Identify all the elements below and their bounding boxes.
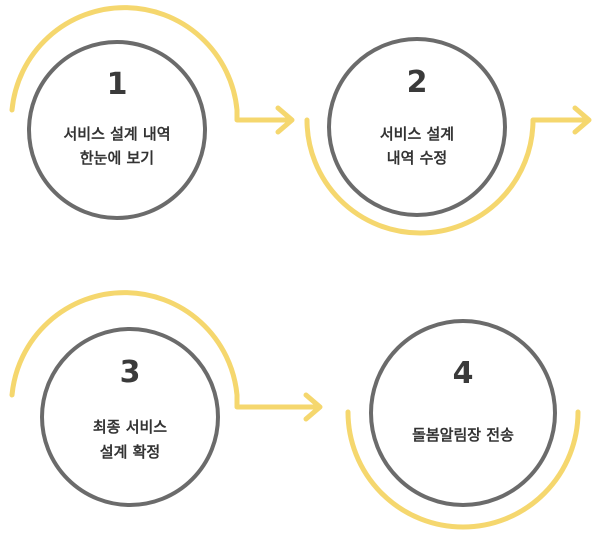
step-3-number: 3 xyxy=(120,355,141,390)
step-3: 3 최종 서비스 설계 확정 xyxy=(9,290,323,507)
step-2-number: 2 xyxy=(407,65,428,100)
step-3-label-line-2: 설계 확정 xyxy=(100,443,160,461)
step-2-yellow-arc xyxy=(304,117,590,236)
step-3-yellow-arc xyxy=(9,290,321,410)
step-1-circle xyxy=(27,40,207,220)
step-1-label-line-2: 한눈에 보기 xyxy=(80,149,154,167)
step-2-arrow-icon xyxy=(572,105,592,135)
step-2-circle xyxy=(327,37,507,217)
step-1-arrow-icon xyxy=(275,105,295,135)
step-4-number: 4 xyxy=(453,356,474,391)
step-3-label-line-1: 최종 서비스 xyxy=(93,418,167,436)
step-4-circle xyxy=(369,319,557,507)
step-1: 1 서비스 설계 내역 한눈에 보기 xyxy=(9,5,295,220)
step-2-label-line-1: 서비스 설계 xyxy=(380,125,454,143)
step-2-label-line-2: 내역 수정 xyxy=(387,149,447,167)
step-2: 2 서비스 설계 내역 수정 xyxy=(304,37,592,236)
step-4-yellow-arc xyxy=(345,409,581,530)
step-4: 4 돌봄알림장 전송 xyxy=(345,319,581,530)
step-3-arrow-icon xyxy=(303,392,323,422)
step-1-label-line-1: 서비스 설계 내역 xyxy=(63,125,170,143)
step-4-label-line-1: 돌봄알림장 전송 xyxy=(412,426,514,444)
step-3-circle xyxy=(40,327,220,507)
step-1-number: 1 xyxy=(107,67,128,102)
step-1-yellow-arc xyxy=(9,5,293,123)
